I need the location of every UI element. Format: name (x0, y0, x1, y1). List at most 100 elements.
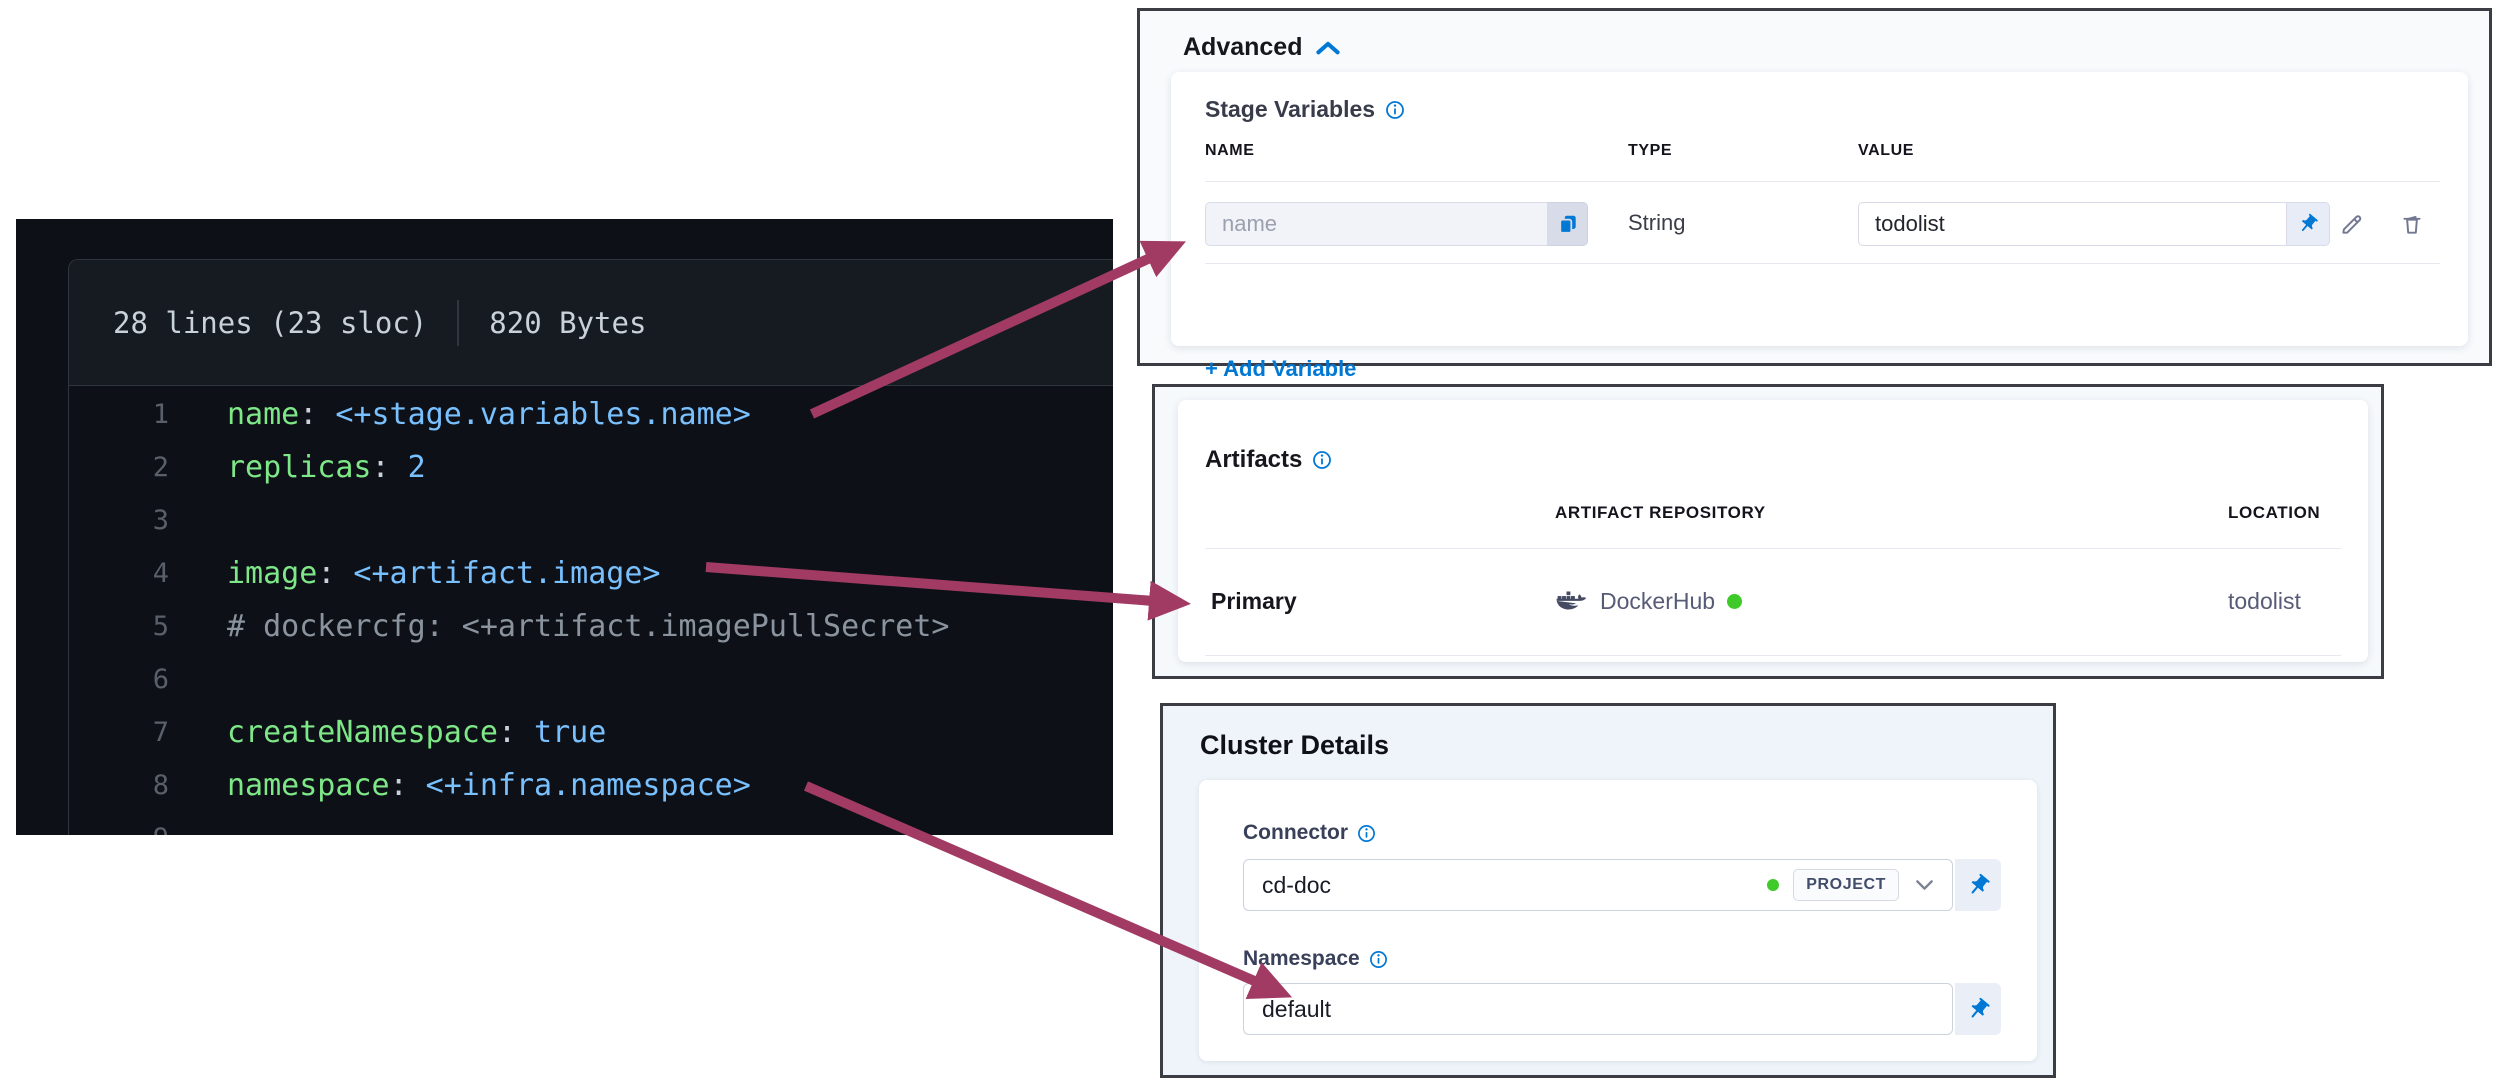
code-line: 2 replicas: 2 (69, 441, 1113, 494)
info-icon[interactable] (1312, 450, 1332, 470)
pin-icon (1971, 873, 1990, 893)
yaml-separator: : (389, 768, 408, 803)
yaml-separator: : (317, 556, 336, 591)
line-number: 6 (152, 664, 169, 695)
code-line: 9 (69, 812, 1113, 835)
connector-label-row: Connector (1243, 821, 1376, 845)
line-number: 3 (152, 505, 169, 536)
yaml-separator: : (497, 715, 516, 750)
variable-name-field (1205, 202, 1588, 246)
column-header-name: NAME (1205, 142, 1255, 159)
code-line: 1 name: <+stage.variables.name> (69, 388, 1113, 441)
cluster-details-card: Connector PROJECT Namespace (1199, 780, 2037, 1061)
stage-variables-header: Stage Variables (1205, 96, 1405, 123)
variable-name-input[interactable] (1205, 202, 1548, 246)
edit-variable-button[interactable] (2332, 204, 2372, 244)
yaml-key: name (227, 397, 300, 432)
file-header: 28 lines (23 sloc) 820 Bytes (69, 260, 1113, 386)
namespace-field-row (1243, 983, 2001, 1035)
yaml-separator: : (371, 450, 390, 485)
stage-variables-card: Stage Variables NAME TYPE VALUE String (1171, 72, 2468, 381)
connector-label: Connector (1243, 821, 1348, 844)
yaml-value: <+stage.variables.name> (317, 397, 751, 432)
column-header-artifact-repository: ARTIFACT REPOSITORY (1555, 503, 1766, 522)
yaml-key: image (227, 556, 318, 591)
row-divider (1205, 181, 2440, 182)
line-number: 2 (152, 452, 169, 483)
advanced-title: Advanced (1183, 33, 1303, 61)
artifacts-card: Artifacts ARTIFACT REPOSITORY LOCATION P… (1178, 400, 2368, 662)
namespace-label-row: Namespace (1243, 947, 1388, 971)
namespace-value-input[interactable] (1262, 995, 1934, 1023)
trash-icon (2403, 215, 2421, 234)
connector-field-row: PROJECT (1243, 859, 2001, 911)
namespace-label: Namespace (1243, 947, 1360, 970)
connector-select[interactable]: PROJECT (1243, 859, 1953, 911)
stage-variables-title: Stage Variables (1205, 96, 1376, 122)
add-variable-button[interactable]: + Add Variable (1205, 356, 1357, 381)
artifacts-panel: Artifacts ARTIFACT REPOSITORY LOCATION P… (1152, 384, 2384, 679)
table-divider (1205, 548, 2341, 549)
docker-icon (1556, 590, 1587, 610)
info-icon[interactable] (1385, 100, 1405, 120)
artifacts-title: Artifacts (1205, 446, 1303, 473)
advanced-panel: Advanced Stage Variables NAME TYPE VALUE… (1137, 8, 2492, 381)
delete-variable-button[interactable] (2392, 204, 2432, 244)
column-header-type: TYPE (1628, 142, 1673, 159)
line-number: 1 (152, 399, 169, 430)
info-icon[interactable] (1369, 950, 1388, 969)
scope-badge: PROJECT (1793, 869, 1899, 901)
artifacts-header: Artifacts (1205, 446, 1332, 474)
variable-value-field (1858, 202, 2330, 246)
pin-icon (1971, 997, 1990, 1017)
pencil-icon (2342, 215, 2362, 234)
code-line: 5# dockercfg: <+artifact.imagePullSecret… (69, 600, 1113, 653)
header-divider (457, 299, 460, 346)
file-box: 28 lines (23 sloc) 820 Bytes 1 name: <+st… (68, 259, 1113, 835)
yaml-value: <+infra.namespace> (407, 768, 751, 803)
connector-status-dot (1727, 594, 1743, 609)
pin-icon (2301, 213, 2318, 232)
artifact-repository-name: DockerHub (1600, 588, 1716, 614)
variable-type-text: String (1628, 210, 1686, 235)
code-line: 6 (69, 653, 1113, 706)
connector-value-input[interactable] (1262, 871, 1768, 899)
yaml-value: 2 (389, 450, 426, 485)
artifact-repository-cell[interactable]: DockerHub (1556, 588, 1743, 615)
row-divider (1205, 263, 2440, 264)
connector-status-dot (1767, 879, 1780, 891)
artifact-location: todolist (2228, 588, 2301, 614)
yaml-value: true (516, 715, 607, 750)
column-header-location: LOCATION (2228, 503, 2321, 522)
code-area: 1 name: <+stage.variables.name> 2 replicas… (69, 386, 1113, 835)
yaml-key: replicas (227, 450, 372, 485)
pin-button[interactable] (2287, 202, 2330, 246)
artifact-row-label: Primary (1211, 588, 1297, 614)
advanced-header[interactable]: Advanced (1183, 33, 1341, 62)
file-lines-info: 28 lines (23 sloc) (113, 305, 428, 340)
table-divider (1205, 655, 2341, 656)
line-number: 9 (69, 812, 169, 835)
pin-button[interactable] (1955, 859, 2001, 911)
yaml-key: namespace (227, 768, 390, 803)
yaml-key: createNamespace (227, 715, 498, 750)
variable-value-input[interactable] (1858, 202, 2287, 246)
code-line: 3 (69, 494, 1113, 547)
line-number: 4 (152, 558, 169, 589)
chevron-down-icon[interactable] (1915, 879, 1934, 891)
copy-icon (1558, 215, 1576, 234)
yaml-comment: # dockercfg: <+artifact.imagePullSecret> (227, 609, 950, 644)
column-header-value: VALUE (1858, 142, 1915, 159)
yaml-separator: : (299, 397, 318, 432)
line-number: 7 (152, 717, 169, 748)
namespace-field[interactable] (1243, 983, 1953, 1035)
pin-button[interactable] (1955, 983, 2001, 1035)
info-icon[interactable] (1357, 824, 1376, 843)
chevron-up-icon[interactable] (1316, 40, 1341, 55)
cluster-details-panel: Cluster Details Connector PROJECT Namesp… (1160, 703, 2056, 1078)
code-editor: 28 lines (23 sloc) 820 Bytes 1 name: <+st… (16, 219, 1113, 835)
copy-button[interactable] (1548, 202, 1588, 246)
